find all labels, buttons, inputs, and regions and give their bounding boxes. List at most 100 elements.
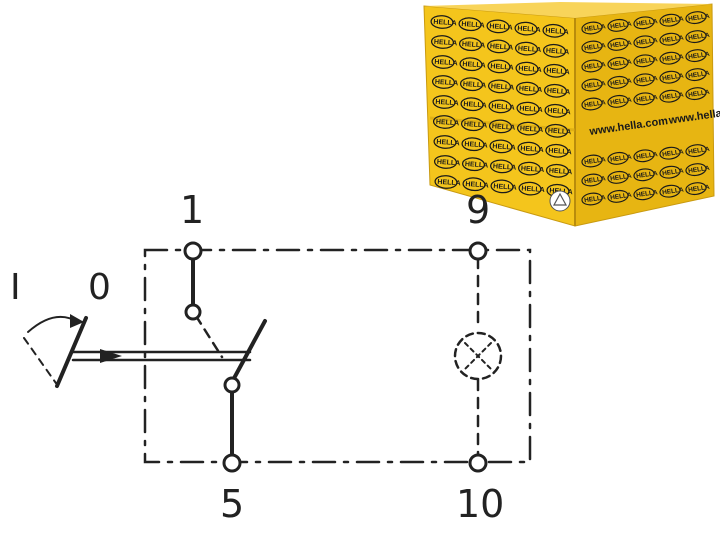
- hella-logo-icon: HELLA: [581, 173, 607, 187]
- pivot-contact-node: [223, 376, 241, 394]
- svg-text:HELLA: HELLA: [435, 79, 459, 88]
- svg-text:HELLA: HELLA: [662, 34, 685, 44]
- hella-logo-icon: HELLA: [685, 87, 711, 101]
- hella-logo-icon: HELLA: [514, 41, 541, 56]
- hella-logo-icon: HELLA: [633, 92, 659, 106]
- svg-text:HELLA: HELLA: [491, 103, 515, 112]
- svg-text:HELLA: HELLA: [584, 175, 607, 185]
- hella-logo-icon: HELLA: [581, 78, 606, 92]
- hella-logo-icon: HELLA: [488, 119, 515, 134]
- svg-text:HELLA: HELLA: [636, 75, 659, 85]
- hella-logo-icon: HELLA: [607, 18, 632, 32]
- svg-text:HELLA: HELLA: [688, 13, 711, 23]
- terminal-5-label: 5: [220, 482, 244, 526]
- svg-text:HELLA: HELLA: [584, 61, 607, 71]
- hella-logo-icon: HELLA: [581, 40, 606, 54]
- svg-text:HELLA: HELLA: [688, 146, 711, 156]
- hella-logo-icon: HELLA: [432, 95, 459, 109]
- terminal-1-label: 1: [180, 188, 204, 232]
- hella-logo-icon: HELLA: [543, 63, 570, 78]
- terminal-10-label: 10: [456, 482, 504, 526]
- hella-logo-icon: HELLA: [433, 135, 460, 149]
- hella-logo-icon: HELLA: [545, 163, 572, 178]
- hella-logo-icon: HELLA: [607, 170, 633, 184]
- hella-logo-icon: HELLA: [543, 83, 570, 98]
- hella-logo-icon: HELLA: [633, 149, 659, 163]
- hella-logo-icon: HELLA: [518, 181, 545, 196]
- svg-text:HELLA: HELLA: [548, 148, 572, 157]
- svg-text:HELLA: HELLA: [662, 15, 685, 25]
- hella-logo-icon: HELLA: [685, 49, 710, 63]
- svg-text:HELLA: HELLA: [584, 156, 607, 166]
- svg-text:HELLA: HELLA: [520, 125, 544, 134]
- hella-logo-icon: HELLA: [486, 39, 514, 54]
- terminal-10-node: [468, 453, 488, 473]
- hella-logo-icon: HELLA: [490, 179, 517, 194]
- hella-logo-icon: HELLA: [633, 187, 659, 201]
- hella-logo-icon: HELLA: [633, 168, 658, 182]
- svg-text:HELLA: HELLA: [489, 23, 513, 32]
- hella-logo-icon: HELLA: [460, 117, 488, 132]
- svg-text:HELLA: HELLA: [662, 186, 685, 196]
- hella-logo-icon: HELLA: [545, 143, 572, 158]
- svg-text:HELLA: HELLA: [493, 163, 517, 172]
- hella-logo-icon: HELLA: [515, 81, 542, 96]
- hella-logo-icon: HELLA: [542, 23, 569, 38]
- svg-text:HELLA: HELLA: [521, 165, 545, 174]
- hella-logo-icon: HELLA: [486, 19, 513, 34]
- svg-text:HELLA: HELLA: [548, 128, 572, 137]
- hella-logo-icon: HELLA: [461, 137, 488, 152]
- svg-text:HELLA: HELLA: [518, 65, 542, 74]
- svg-text:HELLA: HELLA: [492, 143, 516, 152]
- hella-logo-icon: HELLA: [516, 101, 543, 116]
- svg-text:HELLA: HELLA: [490, 43, 514, 52]
- hella-logo-icon: HELLA: [462, 177, 489, 192]
- hella-logo-icon: HELLA: [514, 21, 541, 36]
- svg-text:HELLA: HELLA: [462, 61, 486, 70]
- hella-logo-icon: HELLA: [487, 79, 514, 94]
- hella-logo-icon: HELLA: [633, 16, 658, 30]
- hella-logo-icon: HELLA: [633, 54, 659, 68]
- svg-text:HELLA: HELLA: [610, 173, 633, 183]
- svg-text:HELLA: HELLA: [662, 167, 685, 177]
- hella-logo-icon: HELLA: [685, 30, 711, 44]
- svg-text:HELLA: HELLA: [636, 94, 659, 104]
- svg-text:HELLA: HELLA: [636, 56, 659, 66]
- hella-logo-icon: HELLA: [431, 75, 459, 89]
- svg-text:HELLA: HELLA: [610, 97, 633, 107]
- svg-text:HELLA: HELLA: [662, 91, 685, 101]
- mechanical-link-dashed: [194, 314, 224, 359]
- lamp-cross-b: [464, 342, 492, 370]
- hella-logo-icon: HELLA: [607, 151, 632, 165]
- hella-logo-icon: HELLA: [434, 175, 461, 189]
- svg-text:HELLA: HELLA: [688, 89, 711, 99]
- hella-logo-icon: HELLA: [659, 165, 685, 179]
- terminal-9-node: [468, 241, 488, 261]
- hella-logo-icon: HELLA: [431, 55, 458, 69]
- svg-text:HELLA: HELLA: [688, 184, 711, 194]
- hella-logo-icon: HELLA: [607, 189, 632, 203]
- hella-logo-icon: HELLA: [458, 17, 485, 32]
- hella-logo-icon: HELLA: [607, 37, 632, 51]
- switch-schematic: [23, 241, 532, 473]
- push-rod-arrow-icon: [100, 349, 122, 363]
- svg-text:HELLA: HELLA: [636, 189, 659, 199]
- hella-logo-icon: HELLA: [433, 155, 460, 169]
- svg-text:HELLA: HELLA: [688, 32, 711, 42]
- recycling-mark-icon: [549, 190, 571, 212]
- svg-text:HELLA: HELLA: [493, 183, 517, 192]
- rocker-lever: [55, 316, 88, 388]
- svg-text:HELLA: HELLA: [636, 151, 659, 161]
- svg-text:HELLA: HELLA: [464, 121, 488, 130]
- svg-text:HELLA: HELLA: [546, 68, 570, 77]
- svg-text:HELLA: HELLA: [662, 72, 685, 82]
- hella-logo-icon: HELLA: [430, 15, 457, 29]
- hella-logo-icon: HELLA: [685, 163, 710, 177]
- svg-text:HELLA: HELLA: [688, 70, 711, 80]
- svg-text:HELLA: HELLA: [435, 99, 459, 108]
- svg-text:HELLA: HELLA: [520, 145, 544, 154]
- hella-logo-icon: HELLA: [517, 161, 545, 176]
- hella-logo-icon: HELLA: [633, 73, 659, 87]
- hella-logo-icon: HELLA: [607, 56, 632, 70]
